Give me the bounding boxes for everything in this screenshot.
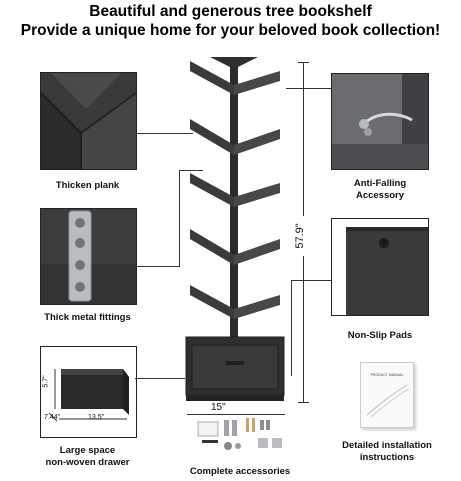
drawer-depth-label: 7.44": [44, 414, 61, 421]
manual-illustration: PRODUCT MANUAL: [360, 362, 414, 428]
leader-line-fittings: [135, 266, 179, 267]
drawer-photo: [40, 346, 137, 438]
tree-bookshelf-illustration: [185, 57, 285, 401]
height-dim-label: 57.9": [294, 216, 306, 256]
non-slip-caption: Non-Slip Pads: [347, 330, 413, 341]
height-dim-cap-bottom: [298, 402, 309, 403]
metal-fittings-photo: [40, 208, 137, 305]
leader-line-drawer: [135, 378, 185, 379]
leader-line-fittings-vert: [179, 170, 180, 267]
drawer-illustration: [48, 369, 129, 422]
anti-falling-illustration: [332, 74, 428, 169]
install-caption-line-2: instructions: [359, 452, 415, 463]
thicken-plank-photo: [40, 72, 137, 170]
accessories-caption: Complete accessories: [189, 466, 291, 477]
anti-falling-caption-line-1: Anti-Falling: [353, 178, 407, 189]
thicken-plank-caption: Thicken plank: [55, 180, 120, 191]
drawer-caption-line-2: non-woven drawer: [45, 457, 130, 468]
leader-line-anti-falling: [286, 88, 331, 89]
metal-plate-illustration: [41, 209, 136, 304]
anti-falling-caption-line-2: Accessory: [355, 190, 405, 201]
anti-falling-photo: [331, 73, 429, 170]
drawer-caption-line-1: Large space: [59, 445, 116, 456]
metal-fittings-caption: Thick metal fittings: [44, 312, 131, 323]
width-dim-label: 15": [209, 402, 228, 413]
manual-swoosh-icon: [366, 384, 410, 418]
manual-title: PRODUCT MANUAL: [370, 373, 404, 377]
non-slip-illustration: [346, 227, 428, 315]
install-caption-line-1: Detailed installation: [342, 440, 432, 451]
drawer-height-label: 5.7": [42, 375, 50, 388]
accessories-illustration: [197, 418, 282, 450]
leader-line-plank: [135, 133, 193, 134]
width-dim-line: [187, 414, 285, 415]
leader-line-non-slip: [291, 280, 331, 281]
plank-illustration: [41, 73, 136, 169]
height-dim-cap-top: [298, 62, 309, 63]
non-slip-photo: [331, 218, 429, 316]
headline-line-2: Provide a unique home for your beloved b…: [20, 22, 441, 39]
leader-line-non-slip-vert: [291, 280, 292, 376]
leader-line-fittings-top: [179, 170, 203, 171]
headline-line-1: Beautiful and generous tree bookshelf: [89, 3, 372, 20]
drawer-width-label: 13.5": [88, 414, 105, 421]
